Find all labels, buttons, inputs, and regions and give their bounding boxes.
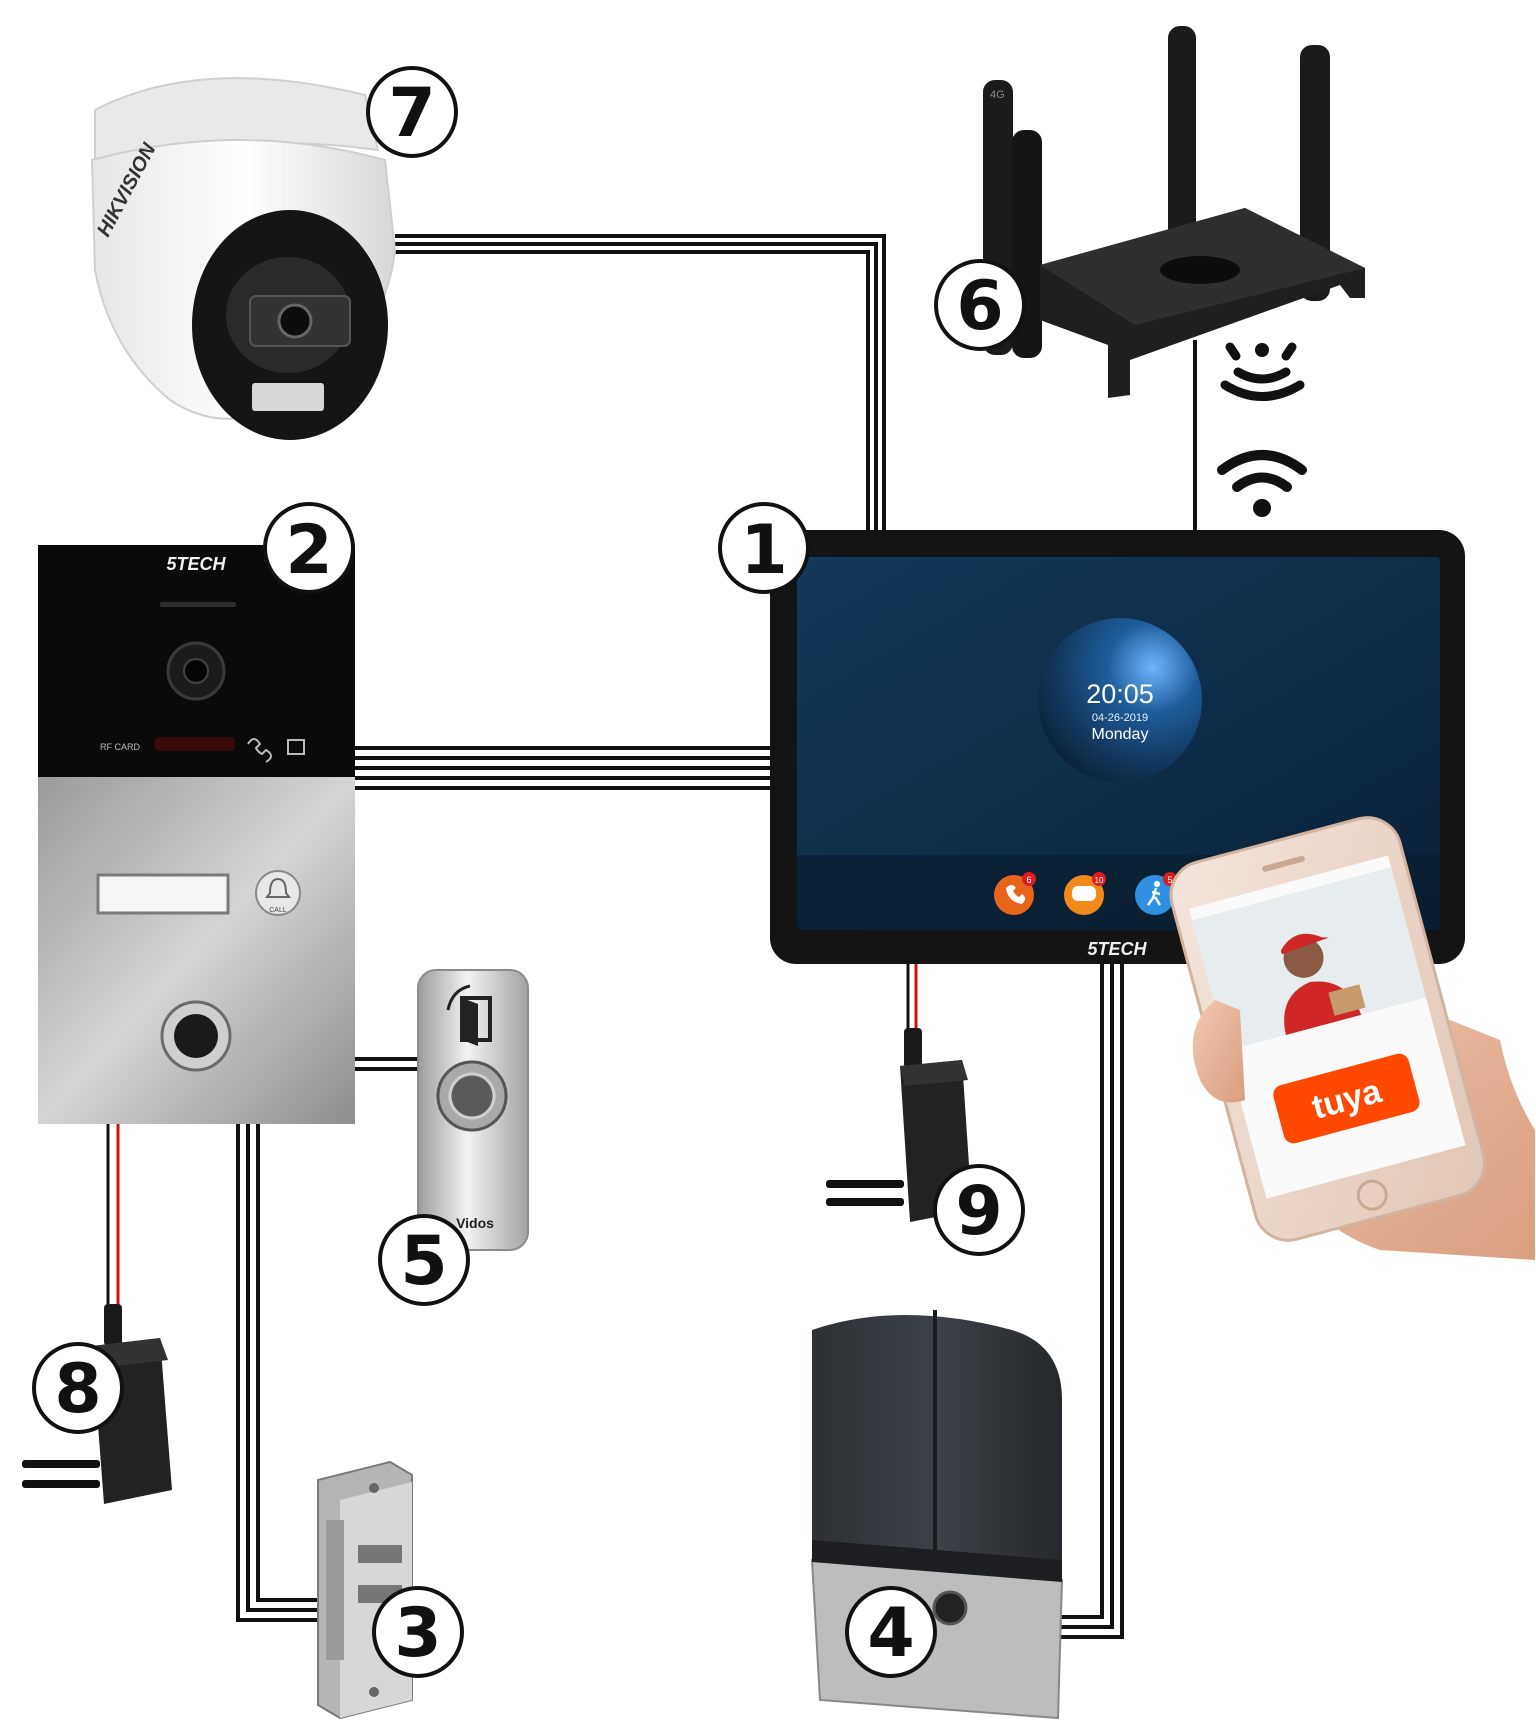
parcel <box>1328 984 1366 1016</box>
plug-pin <box>826 1198 904 1206</box>
badge-label-6: 6 <box>956 267 1003 346</box>
monitor-day: Monday <box>1092 726 1149 743</box>
wifi-icon <box>1217 450 1307 492</box>
wire-monitor-motor <box>1055 962 1124 1639</box>
wire-doorstation-lock <box>256 1122 326 1602</box>
badge-label-7: 7 <box>388 74 435 153</box>
exit-button-device: Vidos <box>417 969 529 1251</box>
wire-camera-monitor <box>395 234 886 530</box>
tuya-logo <box>1273 1053 1420 1144</box>
badge-2: 2 <box>263 502 355 594</box>
plug-pin <box>22 1460 100 1468</box>
wire-monitor-motor <box>1055 962 1114 1629</box>
power-wires <box>106 964 918 1306</box>
badge-8: 8 <box>32 1342 124 1434</box>
wireless-signal-icon <box>1255 343 1269 357</box>
badge-label-1: 1 <box>740 511 787 590</box>
plug-pin <box>22 1480 100 1488</box>
badge-5: 5 <box>378 1214 470 1306</box>
badge-9: 9 <box>933 1164 1025 1256</box>
smartphone: tuya <box>1169 816 1535 1260</box>
badge-label-3: 3 <box>394 1594 441 1673</box>
door-station: 5TECH RF CARD CALL <box>38 545 355 1124</box>
exit-button-brand: Vidos <box>456 1215 494 1231</box>
rfid-label: RF CARD <box>100 742 140 752</box>
monitor-brand: 5TECH <box>1087 939 1147 959</box>
call-label: CALL <box>269 907 287 914</box>
badge-3: 3 <box>372 1586 464 1678</box>
clock-globe <box>1038 618 1202 782</box>
gate-motor <box>810 1310 1064 1720</box>
motion-count: 5 <box>1167 875 1172 885</box>
badge-4: 4 <box>845 1586 937 1678</box>
badge-label-4: 4 <box>867 1594 914 1673</box>
thumb <box>1192 1000 1245 1103</box>
badge-6: 6 <box>934 259 1026 351</box>
badge-label-8: 8 <box>54 1350 101 1429</box>
bell-icon <box>265 877 291 898</box>
badge-count <box>1092 872 1106 886</box>
badge-label-5: 5 <box>400 1222 447 1301</box>
wifi-icon <box>1253 499 1271 517</box>
badge-count <box>1022 872 1036 886</box>
wire-doorstation-lock <box>246 1122 326 1612</box>
name-plate <box>96 873 230 915</box>
doorstation-brand: 5TECH <box>166 554 226 574</box>
motor-release-knob <box>932 1590 968 1626</box>
monitor-time: 20:05 <box>1086 679 1154 709</box>
arrow-icon <box>446 984 471 1011</box>
wire-camera-monitor <box>395 242 878 530</box>
home-button <box>1356 1179 1388 1211</box>
message-count: 10 <box>1095 876 1104 885</box>
router-antenna-label: 4G <box>990 89 1005 101</box>
wireless-signal-icon <box>1220 342 1305 401</box>
wire-doorstation-lock <box>236 1122 326 1622</box>
router: 4G <box>983 26 1365 398</box>
phone-handset-icon <box>247 738 272 763</box>
call-history-count: 6 <box>1026 875 1031 885</box>
door-icon <box>287 739 305 755</box>
badge-7: 7 <box>366 66 458 158</box>
badge-1: 1 <box>718 502 810 594</box>
wires <box>236 234 1197 1639</box>
plug-pin <box>826 1180 904 1188</box>
wire-monitor-motor <box>1055 962 1104 1619</box>
camera-lens-icon <box>277 303 313 339</box>
wire-camera-monitor <box>395 250 870 530</box>
electric-strike-lock <box>317 1460 413 1720</box>
call-button <box>255 870 301 916</box>
dome-camera: HIKVISION <box>90 77 397 440</box>
badge-label-9: 9 <box>955 1172 1002 1251</box>
number-badges: 1 2 3 4 5 6 7 8 <box>32 66 1026 1678</box>
badge-label-2: 2 <box>285 511 332 590</box>
monitor-date: 04-26-2019 <box>1092 712 1148 724</box>
courier-cap <box>1280 933 1330 955</box>
